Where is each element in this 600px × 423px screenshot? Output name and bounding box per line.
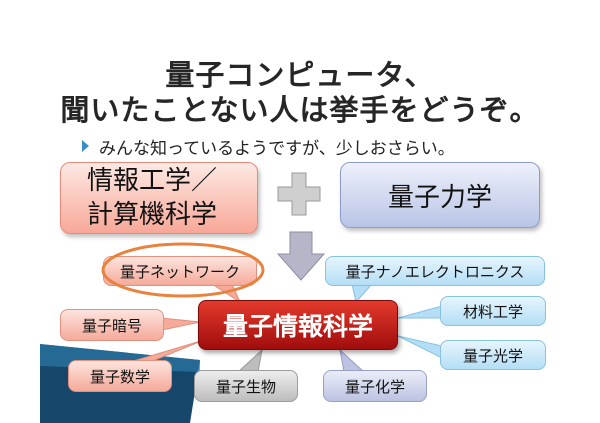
- highlight-ellipse: [101, 242, 265, 298]
- info-engineering-line-2: 計算機科学: [87, 200, 218, 230]
- callout-quantum-nanoelectronics: 量子ナノエレクトロニクス: [325, 256, 545, 286]
- quantum-information-science-box: 量子情報科学: [198, 300, 398, 350]
- info-engineering-line-1: 情報工学／: [87, 166, 218, 196]
- callout-quantum-mathematics: 量子数学: [68, 360, 172, 392]
- callout-quantum-biology: 量子生物: [194, 370, 298, 402]
- quantum-mechanics-label: 量子力学: [387, 182, 492, 213]
- quantum-mechanics-box: 量子力学: [340, 162, 540, 228]
- callout-quantum-cryptography: 量子暗号: [60, 309, 164, 341]
- page-title-line-2: 聞いたことない人は挙手をどうぞ。: [60, 93, 540, 127]
- info-engineering-box: 情報工学／ 計算機科学: [60, 162, 258, 234]
- callout-quantum-optics: 量子光学: [440, 340, 546, 370]
- page-title-line-1: 量子コンピュータ、: [165, 58, 435, 92]
- callout-quantum-chemistry: 量子化学: [323, 370, 427, 402]
- bullet-item: みんな知っているようですが、少しおさらい。: [82, 134, 455, 159]
- down-arrow-icon: [276, 231, 326, 281]
- bullet-triangle-icon: [82, 140, 89, 152]
- plus-icon: [277, 172, 321, 216]
- bullet-text: みんな知っているようですが、少しおさらい。: [99, 138, 455, 159]
- callout-materials-engineering: 材料工学: [440, 296, 546, 326]
- callout-quantum-network: 量子ネットワーク: [103, 256, 257, 286]
